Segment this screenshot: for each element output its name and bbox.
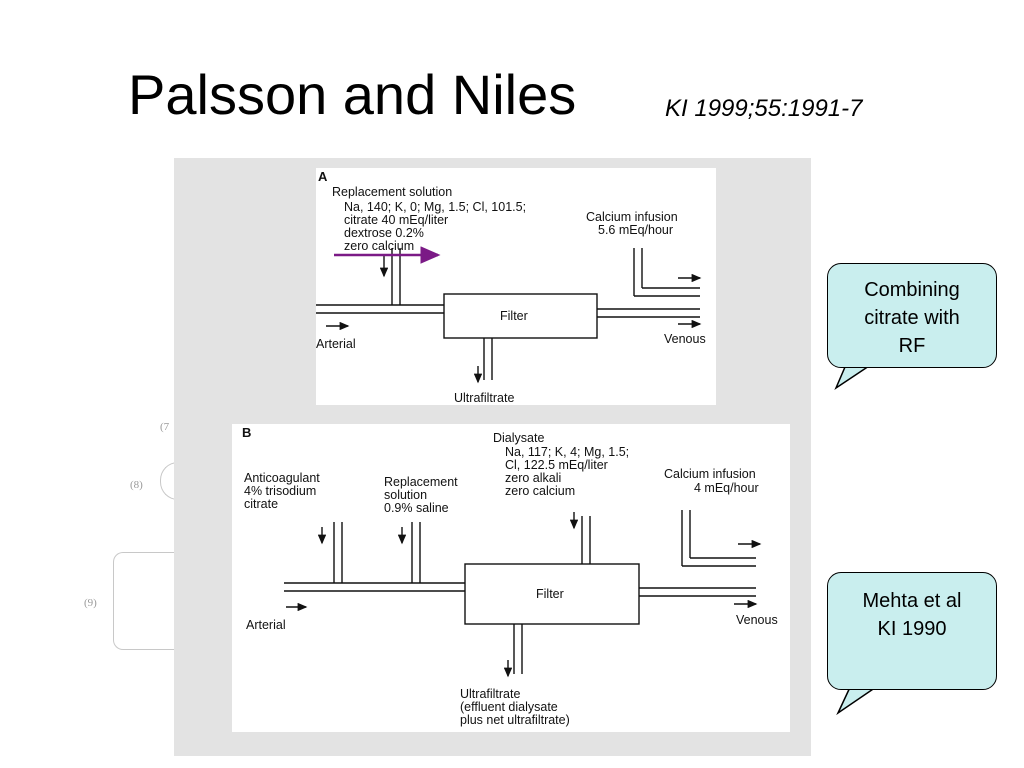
callout-1-line2: citrate with — [864, 307, 960, 329]
panel-b-dialysate-line4: zero calcium — [505, 484, 576, 498]
panel-b-dialysate-line1: Na, 117; K, 4; Mg, 1.5; — [505, 445, 630, 459]
panel-a-label: A — [318, 169, 328, 184]
panel-b-replacement-line2: solution — [384, 488, 428, 502]
panel-b-dialysate-title: Dialysate — [493, 431, 545, 445]
panel-a-replacement-line4: zero calcium — [344, 239, 415, 253]
panel-b-filter: Filter — [536, 587, 564, 601]
callout-2-line1: Mehta et al — [862, 590, 962, 612]
panel-b-ultrafiltrate-line3: plus net ultrafiltrate) — [460, 713, 570, 727]
background-mark-8: (8) — [130, 479, 143, 491]
panel-a-filter: Filter — [500, 309, 528, 323]
callout-combining-citrate: Combining citrate with RF — [827, 263, 997, 368]
panel-b-ultrafiltrate-line2: (effluent dialysate — [460, 700, 558, 714]
slide-citation: KI 1999;55:1991-7 — [665, 95, 863, 122]
panel-b-ultrafiltrate-line1: Ultrafiltrate — [460, 687, 521, 701]
panel-b-calcium-infusion: Calcium infusion — [664, 467, 756, 481]
background-bracket-9 — [113, 552, 184, 650]
slide-title: Palsson and Niles — [128, 63, 577, 126]
panel-a-ultrafiltrate: Ultrafiltrate — [454, 391, 515, 405]
panel-a-calcium-rate: 5.6 mEq/hour — [598, 223, 674, 237]
panel-a-arterial: Arterial — [316, 337, 356, 351]
panel-a-replacement-line1: Na, 140; K, 0; Mg, 1.5; Cl, 101.5; — [344, 200, 527, 214]
panel-a-calcium-infusion: Calcium infusion — [586, 210, 678, 224]
panel-b-arterial: Arterial — [246, 618, 286, 632]
panel-a-lines — [316, 246, 702, 384]
panel-b-replacement-line3: 0.9% saline — [384, 501, 449, 515]
callout-mehta: Mehta et al KI 1990 — [827, 572, 997, 690]
panel-b-dialysate-line3: zero alkali — [505, 471, 562, 485]
background-mark-9: (9) — [84, 597, 97, 609]
panel-a-replacement-line3: dextrose 0.2% — [344, 226, 424, 240]
panel-b-dialysate-line2: Cl, 122.5 mEq/liter — [505, 458, 608, 472]
panel-b-anticoag-line1: Anticoagulant — [244, 471, 320, 485]
diagram-panel-a: A Replacement solution Na, 140; K, 0; Mg… — [316, 168, 716, 405]
panel-b-replacement-line1: Replacement — [384, 475, 458, 489]
panel-b-calcium-rate: 4 mEq/hour — [694, 481, 759, 495]
panel-a-venous: Venous — [664, 332, 706, 346]
diagram-panel-b: B Dialysate Na, 117; K, 4; Mg, 1.5; Cl, … — [232, 424, 790, 732]
panel-b-anticoag-line2: 4% trisodium — [244, 484, 317, 498]
panel-b-label: B — [242, 425, 252, 440]
panel-b-lines — [284, 510, 762, 678]
panel-a-replacement-line2: citrate 40 mEq/liter — [344, 213, 449, 227]
callout-2-line2: KI 1990 — [877, 618, 947, 640]
background-mark-7: (7 — [160, 421, 170, 433]
panel-b-venous: Venous — [736, 613, 778, 627]
panel-a-replacement-title: Replacement solution — [332, 185, 453, 199]
panel-b-anticoag-line3: citrate — [244, 497, 279, 511]
callout-1-line3: RF — [898, 335, 926, 357]
callout-1-line1: Combining — [864, 279, 960, 301]
